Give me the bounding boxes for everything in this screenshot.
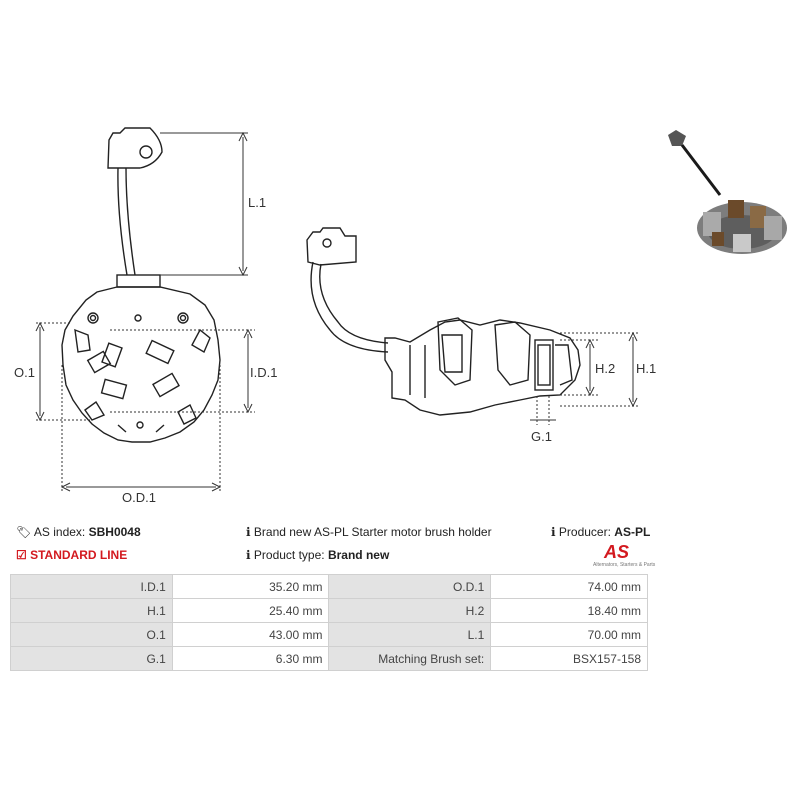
tag-icon: 🏷︎ [16, 525, 32, 539]
spec-label: L.1 [328, 622, 492, 647]
brush-plate-side [384, 319, 581, 416]
info-icon: ℹ︎ [246, 548, 251, 562]
as-index-value: SBH0048 [88, 525, 141, 539]
table-row: H.1 25.40 mm H.2 18.40 mm [10, 598, 648, 623]
spec-label: Matching Brush set: [328, 646, 492, 671]
logo-tagline: Alternators, Starters & Parts [593, 562, 656, 568]
spec-value: 43.00 mm [171, 622, 330, 647]
dim-label-g1: G.1 [531, 429, 552, 444]
producer-label: Producer: [558, 525, 611, 539]
spec-value: BSX157-158 [490, 646, 648, 671]
checkbox-icon: ☑︎ [16, 548, 27, 562]
lead-wire-side [310, 261, 389, 353]
as-index-line: 🏷︎ AS index: SBH0048 [16, 525, 141, 539]
spec-value: 25.40 mm [171, 598, 330, 623]
standard-line-badge: ☑︎ STANDARD LINE [16, 548, 127, 562]
specs-table: I.D.1 35.20 mm O.D.1 74.00 mm H.1 25.40 … [10, 574, 648, 671]
technical-drawing: L.1 O.1 I.D.1 O.D.1 H.1 H.2 G.1 [14, 127, 787, 505]
dim-label-id1: I.D.1 [250, 365, 277, 380]
product-type-value: Brand new [327, 548, 390, 562]
spec-value: 6.30 mm [171, 646, 330, 671]
terminal-tab-front [107, 127, 163, 169]
description-line: ℹ︎ Brand new AS-PL Starter motor brush h… [246, 525, 492, 539]
terminal-tab-side [306, 227, 357, 266]
product-photo [668, 130, 787, 254]
product-type-label: Product type: [253, 548, 325, 562]
spec-label: O.1 [10, 622, 173, 647]
spec-value: 35.20 mm [171, 574, 330, 599]
lead-wire-front [117, 167, 136, 276]
brush-plate-front [61, 286, 221, 443]
dim-label-od1: O.D.1 [122, 490, 156, 505]
spec-value: 70.00 mm [490, 622, 648, 647]
spec-label: G.1 [10, 646, 173, 671]
product-type-line: ℹ︎ Product type: Brand new [246, 548, 389, 562]
spec-label: H.1 [10, 598, 173, 623]
terminal-hole-front [139, 145, 153, 159]
logo-mark: AS [604, 542, 630, 562]
spec-value: 18.40 mm [490, 598, 648, 623]
dim-label-h1: H.1 [636, 361, 656, 376]
as-index-label: AS index: [33, 525, 86, 539]
description-text: Brand new AS-PL Starter motor brush hold… [253, 525, 492, 539]
table-row: G.1 6.30 mm Matching Brush set: BSX157-1… [10, 646, 648, 671]
as-pl-logo: AS Alternators, Starters & Parts [593, 542, 656, 570]
spec-label: I.D.1 [10, 574, 173, 599]
spec-value: 74.00 mm [490, 574, 648, 599]
table-row: I.D.1 35.20 mm O.D.1 74.00 mm [10, 574, 648, 599]
dim-label-h2: H.2 [595, 361, 615, 376]
spec-label: H.2 [328, 598, 492, 623]
info-icon: ℹ︎ [551, 525, 556, 539]
standard-line-text: STANDARD LINE [30, 548, 128, 562]
producer-line: ℹ︎ Producer: AS-PL [551, 525, 650, 539]
table-row: O.1 43.00 mm L.1 70.00 mm [10, 622, 648, 647]
dim-label-o1: O.1 [14, 365, 35, 380]
dim-label-l1: L.1 [248, 195, 266, 210]
wire-clamp-front [116, 274, 161, 288]
info-icon: ℹ︎ [246, 525, 251, 539]
spec-label: O.D.1 [328, 574, 492, 599]
producer-value: AS-PL [614, 525, 651, 539]
